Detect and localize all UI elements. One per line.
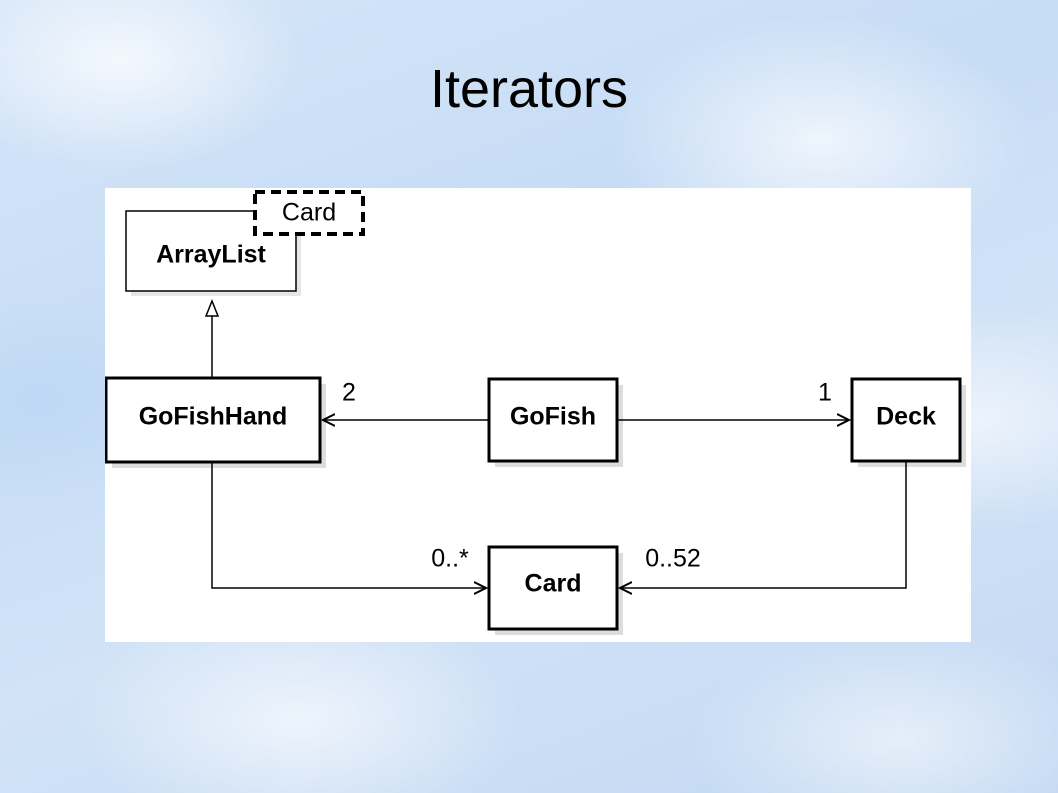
multiplicity-deck-card: 0..52 [645, 545, 701, 573]
hollow-triangle-icon [204, 298, 220, 317]
uml-class-diagram: ArrayList Card GoFishHand GoFish [105, 188, 971, 642]
deck-class-box: Deck [850, 377, 966, 467]
template-parameter-label: Card [282, 199, 336, 227]
diagram-canvas: ArrayList Card GoFishHand GoFish [105, 190, 966, 635]
card-label: Card [525, 570, 582, 598]
gofishhand-label: GoFishHand [139, 403, 288, 431]
slide-title: Iterators [429, 59, 629, 119]
card-class-box: Card [487, 545, 623, 635]
multiplicity-deck: 1 [818, 379, 832, 407]
association-gofish-to-deck: 1 [617, 379, 849, 420]
template-parameter-box: Card [253, 190, 365, 236]
gofish-label: GoFish [510, 403, 596, 431]
multiplicity-hand: 2 [342, 379, 356, 407]
deck-label: Deck [876, 403, 936, 431]
association-deck-to-card: 0..52 [620, 461, 907, 588]
association-gofish-to-hand: 2 [323, 379, 489, 420]
inheritance-arrow [204, 298, 220, 378]
multiplicity-hand-card: 0..* [431, 545, 469, 573]
gofish-class-box: GoFish [487, 377, 623, 467]
gofishhand-class-box: GoFishHand [105, 376, 326, 468]
association-hand-to-card: 0..* [211, 462, 486, 588]
arraylist-label: ArrayList [156, 241, 266, 269]
